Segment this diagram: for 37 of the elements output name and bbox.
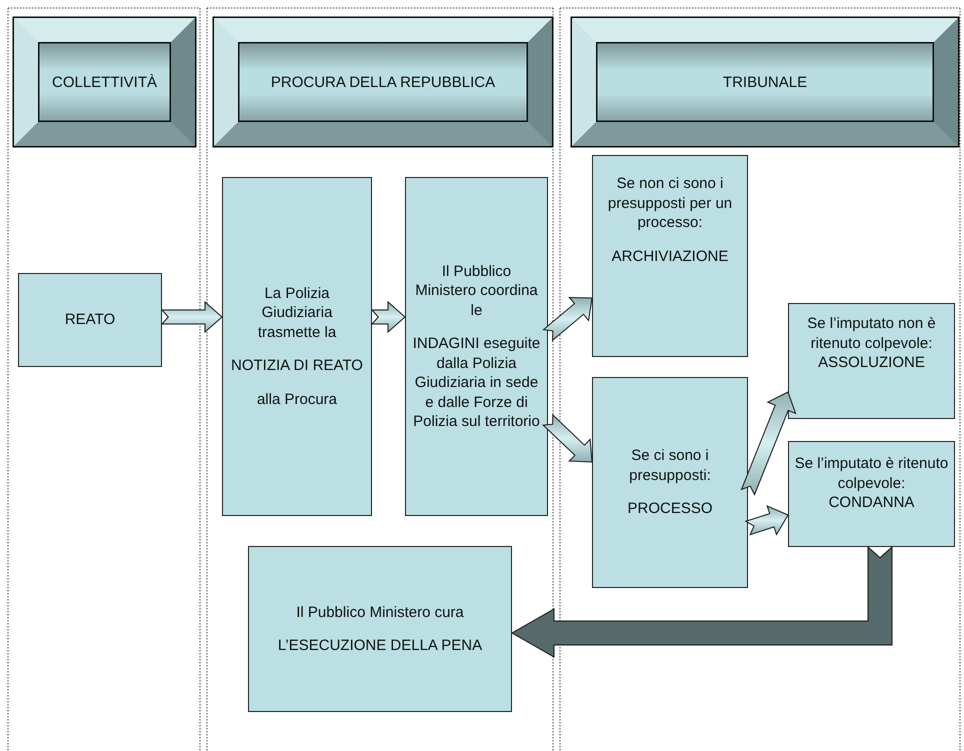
lane-header [214, 18, 552, 146]
process-box [788, 441, 955, 547]
step-text: NOTIZIA DI REATO [231, 356, 363, 376]
step-text: Il Pubblico Ministero coordina le [414, 262, 539, 320]
step-text: ARCHIVIAZIONE [612, 246, 728, 266]
step-text: Il Pubblico Ministero cura [296, 602, 464, 622]
step-text: ASSOLUZIONE [818, 353, 925, 372]
lane-title: TRIBUNALE [722, 74, 808, 90]
step-text: CONDANNA [828, 493, 914, 512]
step-text: Se ci sono i presupposti: [628, 446, 712, 486]
process-box [405, 177, 548, 516]
step-text: Se non ci sono i presupposti per un processo: [606, 174, 734, 232]
lane-header [572, 18, 958, 146]
lane-title: PROCURA DELLA REPUBBLICA [270, 74, 496, 90]
block-arrow [370, 300, 406, 334]
step-text: La Polizia Giudiziaria trasmette la [256, 284, 338, 342]
block-arrow [511, 546, 892, 658]
process-box [592, 377, 748, 588]
step-text: alla Procura [256, 390, 338, 410]
block-arrow [542, 296, 593, 342]
lane-header [14, 18, 195, 146]
block-arrow [740, 391, 796, 496]
step-text: PROCESSO [627, 499, 713, 519]
lane-title: COLLETTIVITÀ [52, 74, 158, 90]
step-text: Se l’imputato è ritenuto colpevole: [794, 454, 950, 493]
process-box [18, 273, 162, 367]
process-box [788, 303, 955, 419]
step-text: REATO [64, 310, 116, 330]
block-arrow [744, 505, 789, 536]
process-box [592, 155, 748, 357]
step-text: INDAGINI eseguite dalla Polizia Giudiziaria in sede e dalle Forze di Polizia sul territorio [412, 334, 541, 432]
process-box [222, 177, 372, 516]
block-arrow [542, 414, 593, 463]
block-arrow [160, 300, 223, 334]
step-text: Se l’imputato non è ritenuto colpevole: [806, 314, 937, 353]
process-box [248, 546, 512, 712]
step-text: L’ESECUZIONE DELLA PENA [278, 636, 482, 656]
